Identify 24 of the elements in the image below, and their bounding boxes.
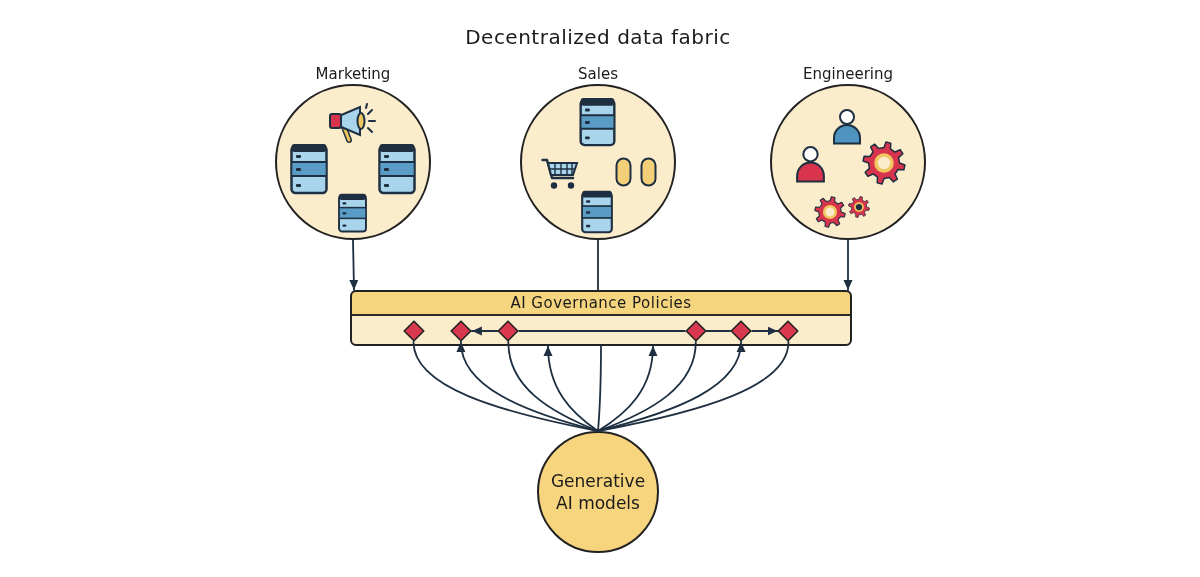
- model-label: Generative AI models: [550, 470, 646, 514]
- policy-diamond: [497, 320, 520, 342]
- policy-diamond: [730, 320, 753, 342]
- arrow: [843, 239, 853, 291]
- connector-line: [518, 330, 686, 332]
- connector-line: [597, 239, 599, 291]
- diagram-title: Decentralized data fabric: [465, 24, 731, 50]
- connector-line: [597, 345, 602, 432]
- arrow: [543, 345, 599, 432]
- policy-diamond: [402, 320, 425, 342]
- department-label: Marketing: [315, 64, 391, 84]
- band-title: AI Governance Policies: [510, 293, 692, 313]
- policy-diamond: [777, 320, 800, 342]
- policy-band: [350, 290, 852, 346]
- arrow: [597, 345, 657, 432]
- department-label: Engineering: [803, 64, 893, 84]
- connector-line: [705, 330, 731, 332]
- policy-diamond: [684, 320, 707, 342]
- department-label: Sales: [578, 64, 618, 84]
- arrow: [471, 326, 499, 336]
- policy-diamond: [449, 320, 472, 342]
- arrow: [349, 239, 359, 291]
- arrow: [751, 326, 779, 336]
- connector-line: [597, 341, 790, 432]
